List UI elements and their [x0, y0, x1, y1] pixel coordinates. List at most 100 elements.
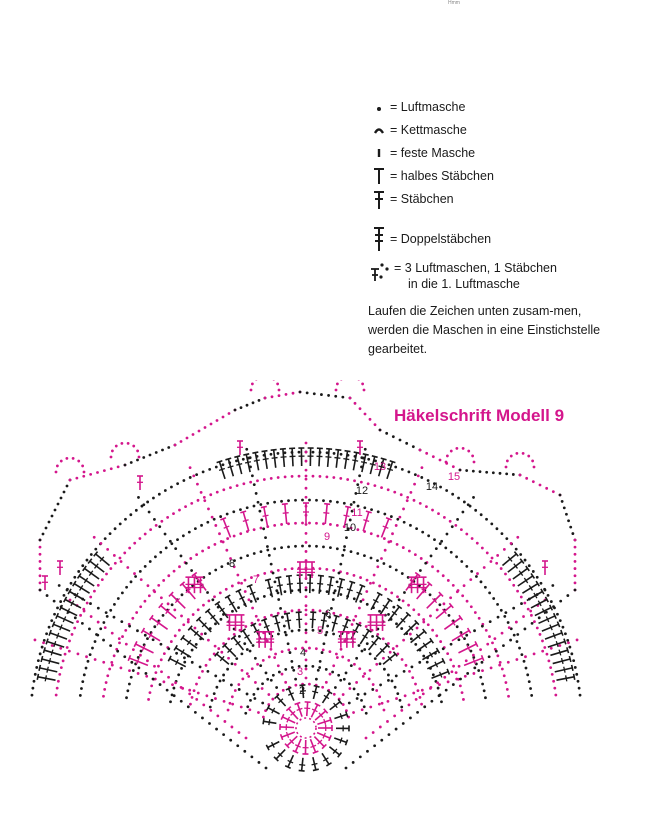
chain-dot: [388, 650, 392, 654]
chain-dot: [516, 589, 519, 593]
chain-dot: [341, 395, 345, 399]
chain-dot: [251, 606, 254, 610]
chain-dot: [42, 641, 45, 645]
double-stitch: [140, 627, 161, 642]
double-stitch: [42, 575, 48, 590]
chain-dot: [435, 634, 439, 638]
chain-dot: [301, 498, 304, 502]
chain-dot: [436, 681, 439, 685]
chain-dot: [480, 660, 484, 664]
double-stitch: [57, 560, 63, 575]
chain-dot: [304, 559, 308, 562]
chain-dot: [232, 510, 236, 514]
chain-dot: [235, 484, 239, 487]
chain-dot: [383, 548, 387, 552]
legend-item-treble: = Doppelstäbchen: [368, 226, 491, 252]
chain-dot: [451, 465, 455, 469]
chain-dot: [304, 649, 308, 653]
chain-dot: [264, 536, 267, 540]
chain-dot: [160, 670, 163, 674]
chain-dot: [290, 609, 294, 613]
chain-dot: [363, 506, 367, 510]
double-stitch: [295, 611, 303, 629]
chain-dot: [353, 662, 356, 666]
chain-dot: [232, 565, 236, 569]
chain-dot: [529, 687, 532, 690]
chain-dot: [244, 625, 248, 628]
chain-dot: [38, 588, 42, 592]
chain-dot: [398, 515, 402, 519]
chain-dot: [551, 490, 555, 494]
chain-dot: [263, 396, 267, 400]
chain-dot: [173, 608, 177, 612]
chain-dot: [393, 714, 397, 718]
double-stitch: [541, 621, 561, 632]
chain-dot: [509, 638, 512, 642]
chain-dot: [334, 394, 338, 398]
chain-dot: [287, 545, 290, 549]
chain-dot: [54, 693, 58, 697]
chain-dot: [148, 560, 152, 563]
chain-dot: [420, 476, 424, 479]
chain-dot: [573, 560, 577, 563]
chain-dot: [371, 634, 374, 638]
chain-dot: [237, 731, 241, 734]
chain-dot: [384, 587, 388, 591]
chain-dot: [382, 562, 386, 565]
chain-dot: [298, 390, 302, 394]
double-stitch: [512, 565, 530, 580]
chain-dot: [436, 569, 440, 573]
chain-dot: [251, 644, 255, 647]
chain-dot: [214, 465, 218, 469]
chain-dot: [210, 515, 214, 519]
chain-dot: [208, 722, 211, 725]
chain-dot: [527, 454, 531, 458]
chain-dot: [146, 584, 150, 588]
chain-dot: [367, 457, 371, 461]
chain-dot: [370, 628, 374, 632]
chain-dot: [318, 474, 322, 478]
chain-dot: [190, 695, 194, 699]
chain-dot: [371, 731, 375, 734]
chain-dot: [460, 560, 464, 563]
chain-dot: [442, 602, 446, 606]
chain-dot: [147, 594, 151, 598]
chain-dot: [325, 630, 329, 634]
chain-dot: [40, 645, 44, 649]
double-stitch: [380, 516, 392, 538]
chain-dot: [530, 613, 533, 617]
chain-dot: [153, 664, 156, 668]
chain-dot: [118, 641, 121, 645]
chain-dot: [339, 613, 342, 617]
treble-stitch: [303, 561, 309, 578]
chain-dot: [50, 619, 54, 623]
chain-dot: [227, 656, 230, 660]
chain-dot: [321, 648, 325, 652]
chain-dot: [261, 658, 265, 662]
chain-dot: [170, 485, 173, 489]
chain-dot: [277, 632, 280, 636]
chain-dot: [412, 608, 416, 612]
chain-dot: [202, 603, 205, 607]
double-stitch: [323, 502, 331, 524]
chain-dot: [385, 431, 389, 435]
legend-item-single-crochet: = feste Masche: [368, 142, 475, 164]
chain-dot: [422, 654, 426, 658]
chain-dot: [437, 512, 440, 516]
chain-dot: [76, 620, 79, 624]
chain-dot: [247, 674, 251, 678]
chain-dot: [365, 590, 369, 593]
chain-dot: [533, 620, 536, 624]
chain-dot: [148, 453, 152, 457]
chain-dot: [209, 709, 213, 712]
chain-dot: [515, 451, 519, 455]
chain-dot: [439, 485, 442, 489]
chain-dot: [405, 499, 409, 503]
double-stitch: [403, 619, 420, 636]
chain-dot: [258, 623, 262, 626]
chain-dot: [134, 575, 137, 578]
chain-dot: [211, 598, 215, 602]
chain-dot: [246, 554, 249, 558]
chain-dot: [394, 524, 398, 527]
chain-dot: [441, 647, 445, 651]
